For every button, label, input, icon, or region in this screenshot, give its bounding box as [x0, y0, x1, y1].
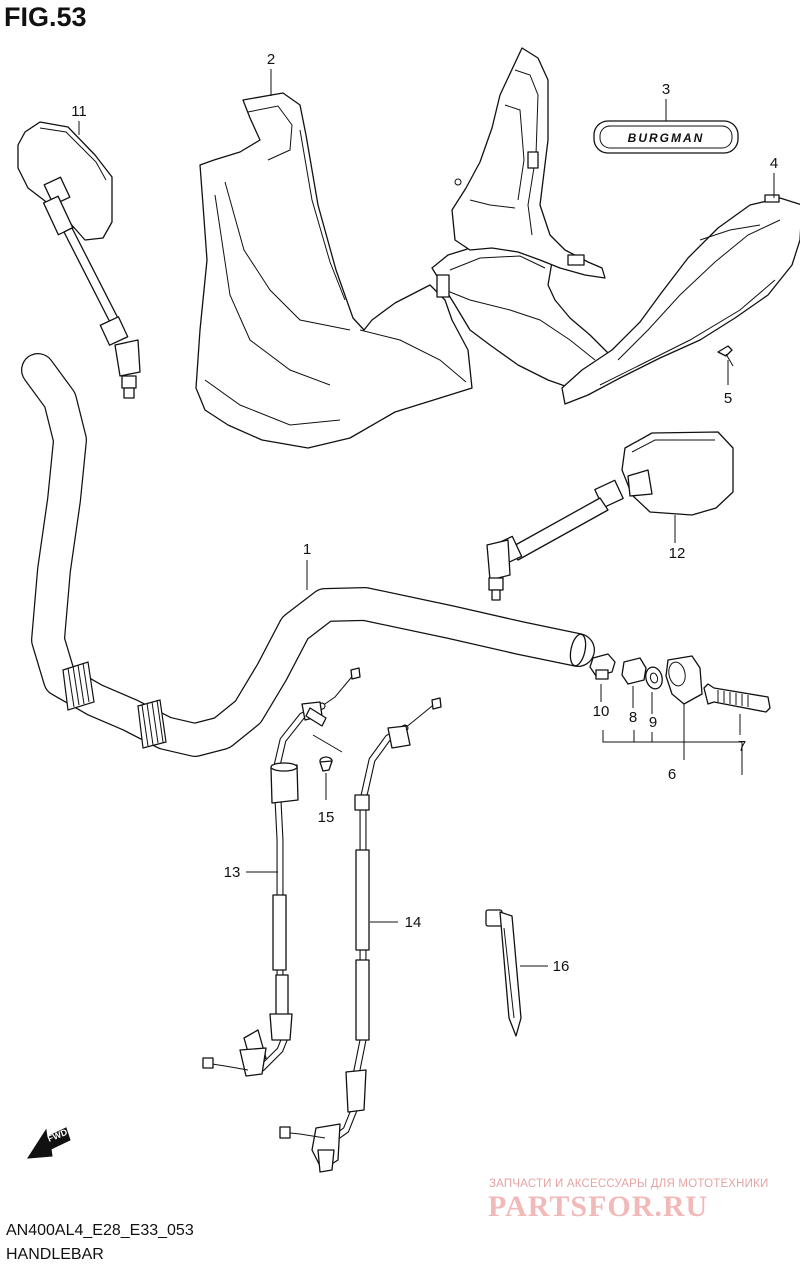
- forward-direction-arrow: FWD: [27, 1127, 71, 1159]
- emblem-text: BURGMAN: [628, 131, 705, 145]
- callout-numbers: 2 3 4 5 11 12 1 10 8 9 7 6 15 13 14 16: [71, 51, 778, 975]
- callout-11: 11: [71, 103, 87, 120]
- cable-tie: [485, 909, 522, 1037]
- callout-12: 12: [669, 545, 686, 562]
- figure-code: AN400AL4_E28_E33_053: [6, 1222, 194, 1239]
- callout-4: 4: [770, 155, 778, 172]
- burgman-emblem: BURGMAN: [593, 120, 739, 154]
- callout-8: 8: [629, 709, 637, 726]
- callout-3: 3: [662, 81, 670, 98]
- handlebar-knurl-left: [62, 661, 95, 711]
- mirror-right: [486, 431, 734, 601]
- tapping-screw: [717, 345, 734, 367]
- balancer-weight: [665, 655, 703, 705]
- watermark-logo: PARTSFOR.RU: [488, 1190, 709, 1223]
- balancer-washer: [645, 666, 663, 690]
- balancer-screw: [703, 683, 771, 713]
- callout-15: 15: [318, 809, 335, 826]
- mirror-left: [17, 121, 141, 399]
- handlebar-cover-upper: [451, 47, 606, 279]
- leader-lines: [78, 69, 775, 967]
- figure-title: FIG.53: [4, 2, 87, 32]
- section-name: HANDLEBAR: [6, 1246, 104, 1263]
- callout-9: 9: [649, 714, 657, 731]
- throttle-cable: [202, 667, 361, 1077]
- handlebar-tube: [21, 353, 595, 757]
- callout-16: 16: [553, 958, 570, 975]
- watermark-tagline: ЗАПЧАСТИ И АКСЕССУАРЫ ДЛЯ МОТОТЕХНИКИ: [489, 1178, 769, 1190]
- callout-5: 5: [724, 390, 732, 407]
- handlebar-cover-left: [195, 92, 473, 449]
- callout-6: 6: [668, 766, 676, 783]
- balancer-nut: [589, 653, 616, 680]
- balancer-spacer: [621, 657, 647, 685]
- cable-screw: [319, 756, 333, 772]
- handlebar-cover-right: [561, 194, 800, 405]
- balancer-set: [589, 653, 771, 713]
- throttle-cable-return: [279, 697, 442, 1173]
- callout-14: 14: [405, 914, 422, 931]
- callout-10: 10: [593, 703, 610, 720]
- callout-13: 13: [224, 864, 241, 881]
- callout-1: 1: [303, 541, 311, 558]
- callout-7: 7: [738, 738, 746, 755]
- handlebar-knurl-right: [137, 699, 167, 749]
- callout-2: 2: [267, 51, 275, 68]
